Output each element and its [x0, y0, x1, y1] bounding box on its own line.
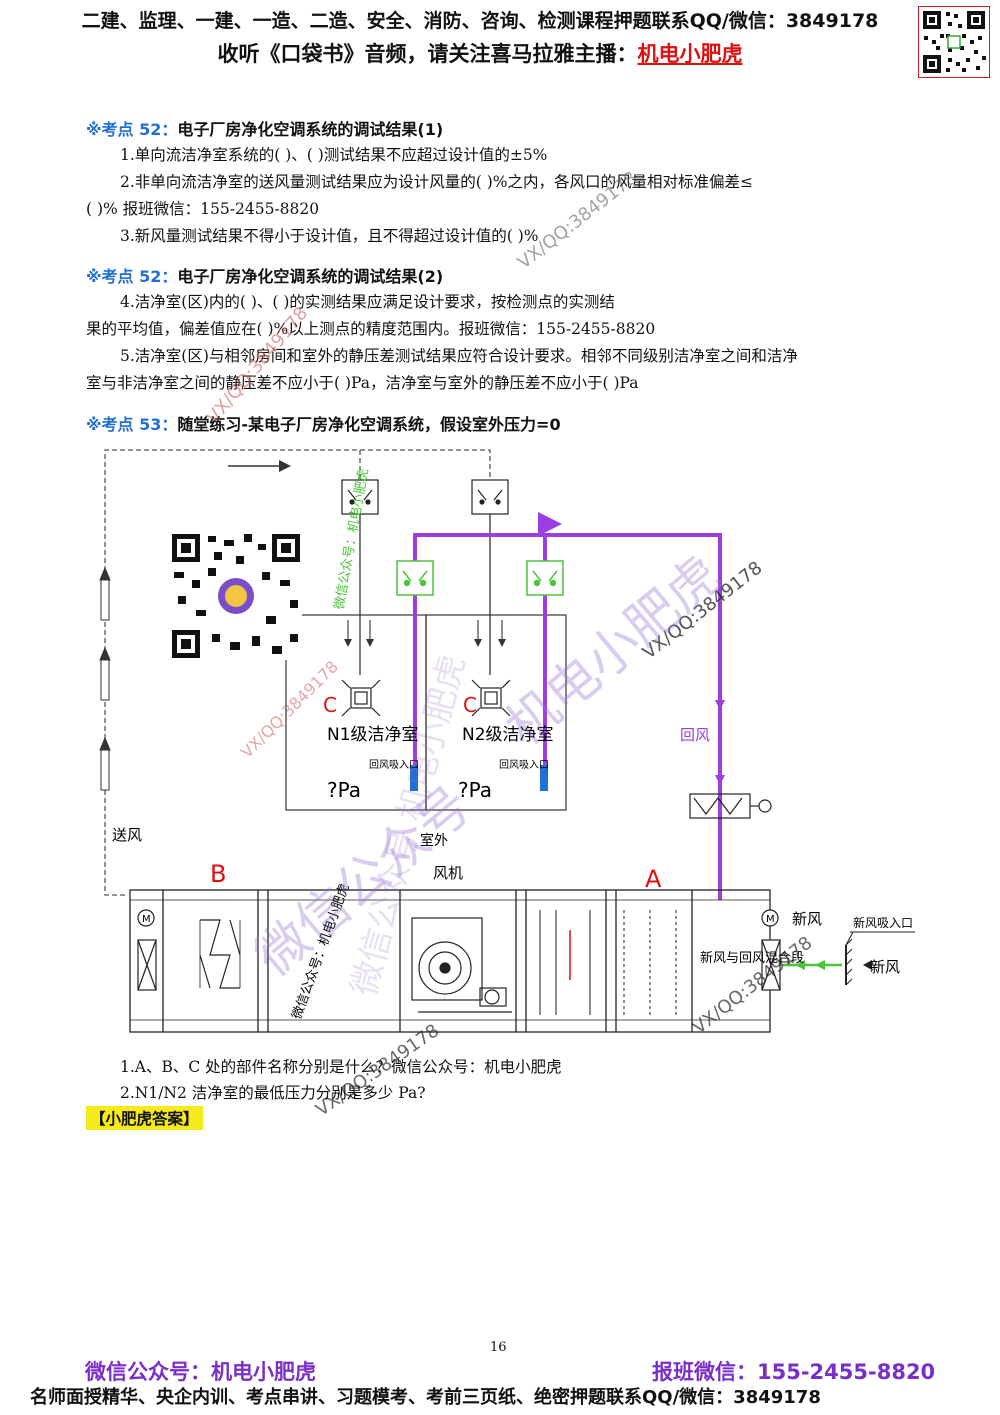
s52a-line-1: 1.单向流洁净室系统的( )、( )测试结果不应超过设计值的±5%: [120, 146, 548, 164]
pressure-n1: ?Pa: [327, 778, 361, 802]
motor-right: [761, 909, 781, 991]
s52a-line-4: 3.新风量测试结果不得小于设计值，且不得超过设计值的( )%: [120, 227, 539, 245]
page-number: 16: [490, 1340, 507, 1355]
hvac-diagram: B A C C N1级洁净室 N2级洁净室 ?Pa ?Pa 回风吸入口 回风吸入…: [99, 449, 915, 1033]
header-line-2: 收听《口袋书》音频，请关注喜马拉雅主播：机电小肥虎: [40, 38, 920, 68]
return-inlet-n1: [410, 765, 418, 791]
supply-fan: [411, 917, 512, 1013]
supply-damper-right: [471, 479, 509, 515]
pressure-n2: ?Pa: [458, 778, 492, 802]
s52b-line-2: 果的平均值，偏差值应在( )%以上测点的精度范围内。报班微信：155-2455-…: [86, 320, 656, 338]
hepa-filter-c1: [341, 679, 381, 717]
supply-damper-left: [341, 479, 379, 515]
s52b-line-4: 室与非洁净室之间的静压差不应小于( )Pa，洁净室与室外的静压差不应小于( )P…: [86, 374, 639, 392]
label-b: B: [210, 860, 226, 888]
supply-air-duct: [104, 449, 491, 896]
air-handling-unit: [129, 889, 771, 1033]
fresh-label: 新风: [792, 910, 822, 928]
return-inlet-n2: [540, 765, 548, 791]
s52b-line-3: 5.洁净室(区)与相邻房间和室外的静压差测试结果应符合设计要求。相邻不同级别洁净…: [120, 347, 798, 365]
qr-code-diagram: [170, 532, 302, 660]
return-inlet-label-1: 回风吸入口: [369, 759, 419, 771]
motor-left: [137, 909, 157, 991]
section-53-heading: 随堂练习-某电子厂房净化空调系统，假设室外压力=0: [177, 415, 561, 434]
filter-sections: [539, 910, 677, 1015]
s52b-line-1: 4.洁净室(区)内的( )、( )的实测结果应满足设计要求，按检测点的实测结: [120, 293, 615, 311]
question-2: 2.N1/N2 洁净室的最低压力分别是多少 Pa?: [120, 1084, 426, 1102]
supply-air-label: 送风: [112, 826, 142, 844]
cooling-coil-b: [199, 919, 241, 989]
footer-wechat: 微信公众号：机电小肥虎: [85, 1360, 316, 1384]
return-inlet-label-2: 回风吸入口: [499, 759, 549, 771]
section-52a-mark: ※考点 52：: [86, 120, 178, 139]
s52a-line-2: 2.非单向流洁净室的送风量测试结果应为设计风量的( )%之内，各风口的风量相对标…: [120, 173, 754, 191]
section-53-mark: ※考点 53：: [86, 415, 178, 434]
section-52a-title: ※考点 52：电子厂房净化空调系统的调试结果(1): [86, 116, 443, 140]
header-line-1: 二建、监理、一建、一造、二造、安全、消防、咨询、检测课程押题联系QQ/微信：38…: [81, 10, 879, 32]
room-n2: [425, 614, 567, 811]
s52a-line-3: ( )% 报班微信：155-2455-8820: [86, 200, 320, 218]
fan-label: 风机: [433, 864, 463, 882]
return-damper-right: [526, 560, 564, 596]
header-anchor-name[interactable]: 机电小肥虎: [637, 42, 743, 66]
motor-right-label: M: [766, 914, 775, 925]
motor-left-label: M: [142, 914, 151, 925]
label-c1: C: [323, 693, 337, 717]
mix-box-label: 新风与回风混合段: [700, 950, 804, 966]
return-damper-left: [396, 560, 434, 596]
label-a: A: [645, 865, 662, 893]
fresh-air-label: 新风: [870, 958, 900, 976]
answer-label: 【小肥虎答案】: [86, 1106, 203, 1130]
section-53-title: ※考点 53：随堂练习-某电子厂房净化空调系统，假设室外压力=0: [86, 411, 561, 435]
label-c2: C: [463, 693, 477, 717]
footer-signup: 报班微信：155-2455-8820: [652, 1360, 936, 1384]
section-52b-mark: ※考点 52：: [86, 267, 178, 286]
hepa-filter-c2: [471, 679, 511, 717]
question-1: 1.A、B、C 处的部件名称分别是什么？微信公众号：机电小肥虎: [120, 1058, 562, 1076]
room-n1-label: N1级洁净室: [327, 725, 419, 745]
room-n2-label: N2级洁净室: [462, 725, 554, 745]
footer-contact: 名师面授精华、央企内训、考点串讲、习题模考、考前三页纸、绝密押题联系QQ/微信：…: [30, 1387, 821, 1408]
return-air-label: 回风: [680, 726, 710, 744]
section-52b-title: ※考点 52：电子厂房净化空调系统的调试结果(2): [86, 263, 443, 287]
section-52a-heading: 电子厂房净化空调系统的调试结果(1): [177, 120, 444, 139]
outdoor-label: 室外: [420, 832, 448, 849]
return-valve: [689, 793, 772, 819]
qr-code-top: [918, 6, 990, 78]
header-line-2-prefix: 收听《口袋书》音频，请关注喜马拉雅主播：: [217, 42, 638, 66]
section-52b-heading: 电子厂房净化空调系统的调试结果(2): [177, 267, 444, 286]
fresh-inlet-label: 新风吸入口: [853, 915, 913, 930]
